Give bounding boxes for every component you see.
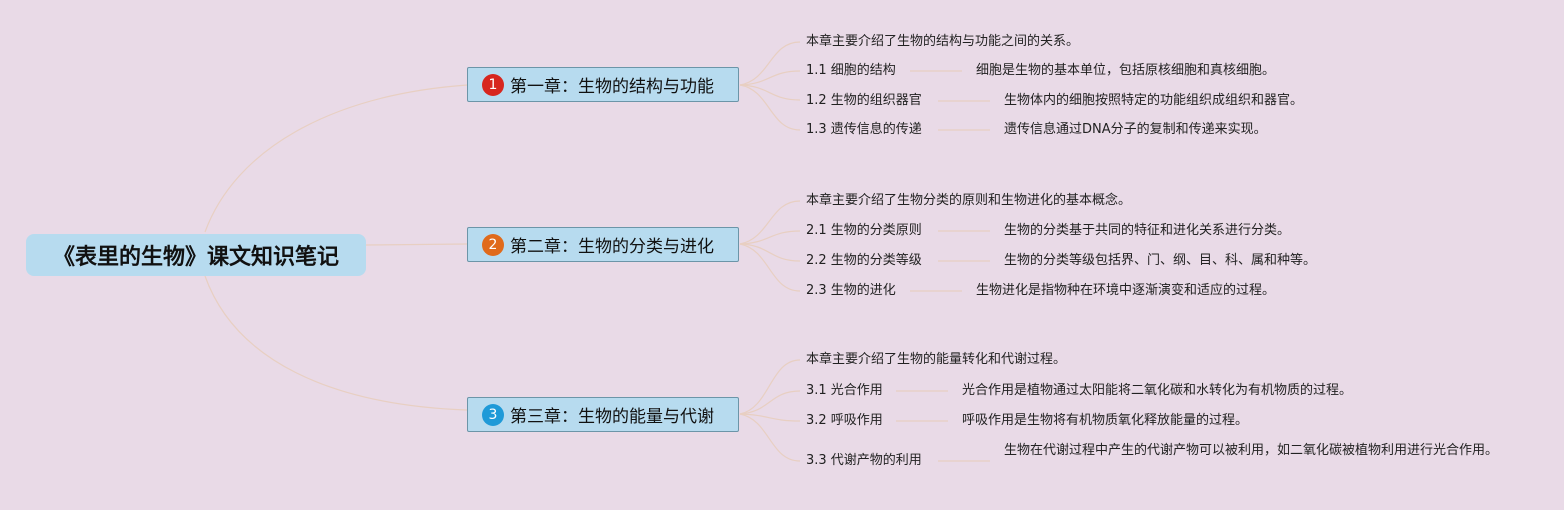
root-node[interactable]: 《表里的生物》课文知识笔记 <box>26 234 366 276</box>
section-label[interactable]: 2.2 生物的分类等级 <box>806 253 922 268</box>
number-badge-2-icon: 2 <box>482 233 504 256</box>
chapter-intro: 本章主要介绍了生物分类的原则和生物进化的基本概念。 <box>806 193 1132 208</box>
chapter-title: 第一章：生物的结构与功能 <box>510 77 714 97</box>
chapter-title: 第二章：生物的分类与进化 <box>510 237 714 257</box>
root-title: 《表里的生物》课文知识笔记 <box>52 245 339 270</box>
section-label[interactable]: 3.3 代谢产物的利用 <box>806 453 922 468</box>
section-detail: 生物的分类等级包括界、门、纲、目、科、属和种等。 <box>1004 253 1317 268</box>
section-detail: 生物进化是指物种在环境中逐渐演变和适应的过程。 <box>976 283 1276 298</box>
section-detail: 生物的分类基于共同的特征和进化关系进行分类。 <box>1004 223 1291 238</box>
section-label[interactable]: 2.3 生物的进化 <box>806 283 896 298</box>
section-detail: 生物体内的细胞按照特定的功能组织成组织和器官。 <box>1004 93 1304 108</box>
section-detail: 呼吸作用是生物将有机物质氧化释放能量的过程。 <box>962 413 1249 428</box>
section-detail: 生物在代谢过程中产生的代谢产物可以被利用，如二氧化碳被植物利用进行光合作用。 <box>1004 443 1499 458</box>
section-label[interactable]: 1.3 遗传信息的传递 <box>806 122 922 137</box>
chapter-node-2[interactable]: 2 第二章：生物的分类与进化 <box>467 227 739 262</box>
section-label[interactable]: 1.2 生物的组织器官 <box>806 93 922 108</box>
section-label[interactable]: 2.1 生物的分类原则 <box>806 223 922 238</box>
number-badge-1-icon: 1 <box>482 73 504 96</box>
section-detail: 光合作用是植物通过太阳能将二氧化碳和水转化为有机物质的过程。 <box>962 383 1353 398</box>
section-detail: 细胞是生物的基本单位，包括原核细胞和真核细胞。 <box>976 63 1276 78</box>
number-badge-3-icon: 3 <box>482 403 504 426</box>
section-label[interactable]: 3.1 光合作用 <box>806 383 883 398</box>
chapter-intro: 本章主要介绍了生物的能量转化和代谢过程。 <box>806 352 1067 367</box>
chapter-node-1[interactable]: 1 第一章：生物的结构与功能 <box>467 67 739 102</box>
section-label[interactable]: 1.1 细胞的结构 <box>806 63 896 78</box>
chapter-intro: 本章主要介绍了生物的结构与功能之间的关系。 <box>806 34 1080 49</box>
section-detail: 遗传信息通过DNA分子的复制和传递来实现。 <box>1004 122 1267 137</box>
chapter-title: 第三章：生物的能量与代谢 <box>510 407 714 427</box>
chapter-node-3[interactable]: 3 第三章：生物的能量与代谢 <box>467 397 739 432</box>
section-label[interactable]: 3.2 呼吸作用 <box>806 413 883 428</box>
